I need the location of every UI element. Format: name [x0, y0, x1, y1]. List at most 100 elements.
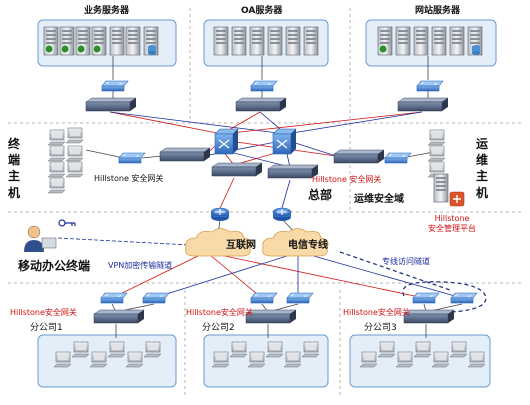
branch1-switch-1 [100, 292, 128, 304]
dedicated-tunnel-label: 专线访问隧道 [382, 257, 430, 266]
terminal-pc-2 [65, 127, 84, 144]
ops-domain-label: 运维安全域 [354, 194, 404, 205]
oa-server-4 [267, 26, 283, 56]
branch2-switch-2 [286, 292, 314, 304]
switch-website [416, 80, 444, 92]
branch1-pc-4 [107, 341, 126, 358]
switch-terminal [118, 152, 146, 164]
web-server-6 [467, 26, 483, 56]
switch-ops [384, 152, 412, 164]
firewall-oa [235, 97, 287, 112]
mgmt-platform-label: Hillstone 安全管理平台 [428, 214, 476, 233]
hq-gateway-label-right: Hillstone 安全网关 [312, 175, 382, 184]
cloud-internet [185, 228, 252, 257]
branch3-switch-2 [450, 292, 478, 304]
link-fw-core [285, 111, 423, 135]
oa-servers-label: OA服务器 [241, 6, 283, 16]
web-server-2 [395, 26, 411, 56]
link-vpn-b2 [209, 254, 263, 299]
section-dividers [8, 8, 522, 398]
core-switch-left [214, 128, 239, 155]
branch-box-1 [37, 334, 177, 388]
branch1-pc-5 [125, 351, 144, 368]
firewall-business [85, 97, 137, 112]
web-server-4 [431, 26, 447, 56]
web-server-1 [377, 26, 393, 56]
link-fw-rt [281, 179, 291, 209]
router-internet [210, 207, 230, 221]
link-tel-b3 [309, 254, 463, 299]
firewall-hq-1 [159, 147, 211, 162]
business-server-2 [59, 26, 75, 56]
mgmt-server [433, 173, 449, 203]
branch3-pc-3 [395, 351, 414, 368]
terminal-pc-4 [65, 145, 84, 162]
branch1-gateway-label: Hillstone安全网关 [10, 308, 77, 317]
branch1-switch-2 [142, 292, 170, 304]
ops-pc-2 [427, 145, 446, 162]
branch1-pc-2 [71, 341, 90, 358]
branch2-pc-6 [301, 341, 320, 358]
mgmt-platform-icon [449, 191, 465, 207]
branch3-pc-6 [449, 341, 468, 358]
branch1-pc-1 [53, 351, 72, 368]
branch3-pc-1 [359, 351, 378, 368]
branch3-gateway-label: Hillstone安全网关 [343, 308, 410, 317]
branch2-pc-4 [265, 341, 284, 358]
business-server-7 [143, 26, 159, 56]
web-server-3 [413, 26, 429, 56]
terminal-pc-1 [47, 129, 66, 146]
link-fw-core [109, 111, 223, 135]
firewall-website [397, 97, 449, 112]
business-server-5 [109, 26, 125, 56]
link-vpn-mobile [57, 237, 191, 246]
oa-server-1 [213, 26, 229, 56]
router-telecom [272, 207, 292, 221]
branch2-name: 分公司2 [202, 323, 235, 333]
cloud-telecom [262, 228, 329, 257]
telecom-line-label: 电信专线 [288, 240, 328, 251]
link-term [141, 155, 163, 159]
business-servers-label: 业务服务器 [84, 6, 130, 16]
dedicated-tunnel-loop [402, 281, 487, 313]
vpn-tunnel-label: VPN加密传输隧道 [108, 261, 173, 270]
branch3-pc-5 [431, 351, 450, 368]
link-term [85, 149, 125, 159]
firewall-hq-3 [267, 164, 319, 179]
branch1-pc-6 [143, 341, 162, 358]
branch3-pc-7 [467, 351, 486, 368]
branch2-pc-1 [211, 351, 230, 368]
oa-server-6 [303, 26, 319, 56]
branch2-pc-5 [283, 351, 302, 368]
business-server-1 [43, 26, 59, 56]
web-server-5 [449, 26, 465, 56]
mobile-user-icon [24, 225, 57, 252]
business-server-6 [125, 26, 141, 56]
link-vpn-b1 [111, 254, 201, 299]
branch3-pc-4 [413, 341, 432, 358]
network-devices [24, 26, 486, 368]
branch2-firewall [245, 309, 297, 324]
branch1-firewall [93, 309, 145, 324]
branch1-name: 分公司1 [30, 323, 63, 333]
branch2-gateway-label: Hillstone安全网关 [186, 308, 253, 317]
business-server-4 [91, 26, 107, 56]
oa-server-5 [285, 26, 301, 56]
branch3-switch-1 [412, 292, 440, 304]
terminal-pc-3 [47, 145, 66, 162]
terminal-pc-5 [47, 161, 66, 178]
branch3-pc-2 [377, 341, 396, 358]
link-fw-rt [219, 177, 235, 209]
oa-server-2 [231, 26, 247, 56]
hq-gateway-label-left: Hillstone 安全网关 [94, 174, 164, 183]
internet-label: 互联网 [226, 240, 256, 251]
ops-hosts-label: 运维主机 [476, 137, 489, 200]
branch2-switch-1 [250, 292, 278, 304]
firewall-hq-2 [211, 162, 263, 177]
terminal-pc-6 [65, 161, 84, 178]
mobile-office-label: 移动办公终端 [18, 259, 91, 273]
business-server-3 [75, 26, 91, 56]
oa-server-3 [249, 26, 265, 56]
